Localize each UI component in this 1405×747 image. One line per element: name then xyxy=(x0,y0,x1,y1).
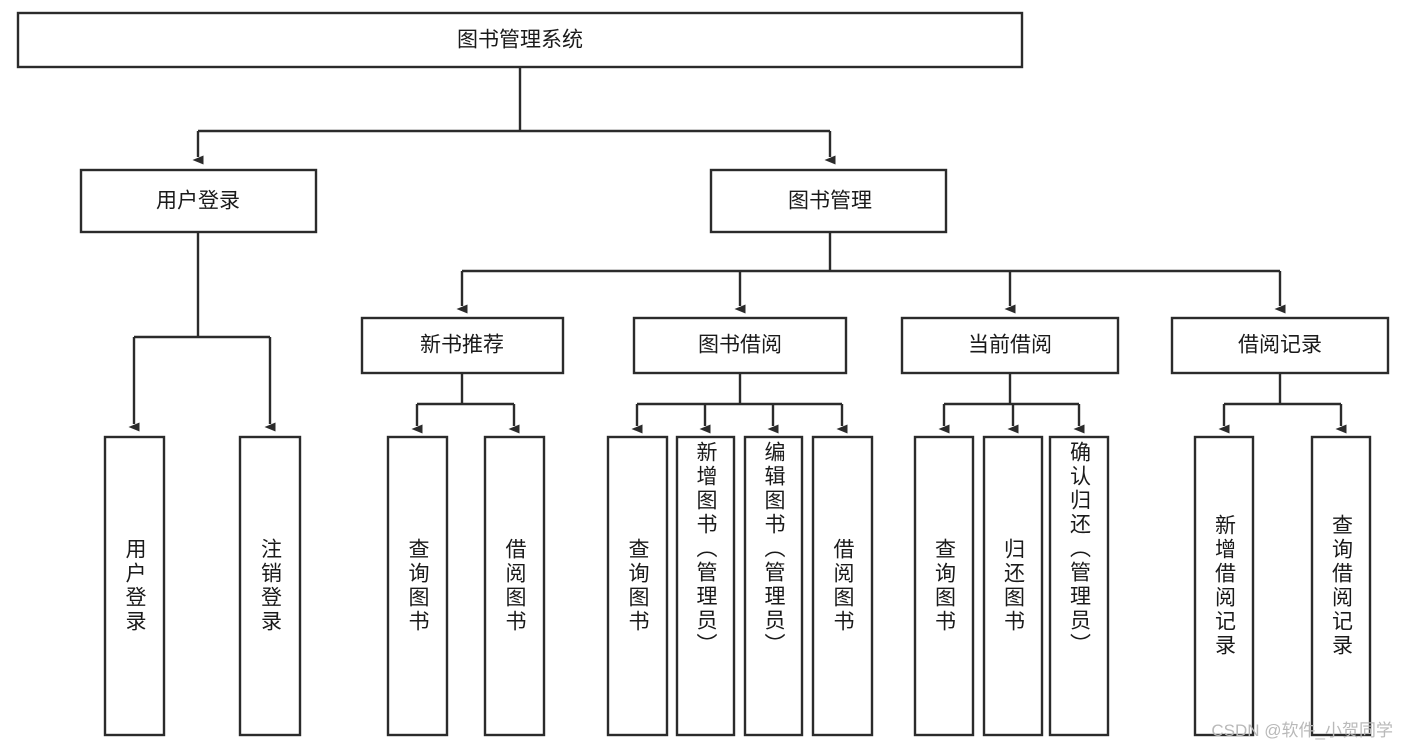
node-new-book-recommend-box[interactable] xyxy=(360,316,565,375)
node-leaf-edit-book-box[interactable] xyxy=(743,435,804,737)
node-leaf-query-book-2-box[interactable] xyxy=(606,435,669,737)
node-leaf-logout-login-box[interactable] xyxy=(238,435,302,737)
node-borrow-record-label: 借阅记录 xyxy=(1238,334,1322,357)
node-current-borrow[interactable]: 当前借阅 xyxy=(900,316,1120,375)
node-book-manage[interactable]: 图书管理 xyxy=(709,168,948,234)
node-current-borrow-label: 当前借阅 xyxy=(968,334,1052,357)
connector-group xyxy=(128,67,1347,434)
csdn-watermark: CSDN @软件_小贺同学 xyxy=(1211,721,1393,740)
node-root-label: 图书管理系统 xyxy=(457,29,583,52)
node-new-book-recommend-label: 新书推荐 xyxy=(420,334,504,357)
node-borrow-record[interactable]: 借阅记录 xyxy=(1170,316,1390,375)
node-user-login-label: 用户登录 xyxy=(156,190,240,213)
node-new-book-recommend[interactable]: 新书推荐 xyxy=(360,316,565,375)
node-book-manage-box[interactable] xyxy=(709,168,948,234)
node-leaf-query-book-3-box[interactable] xyxy=(913,435,975,737)
node-leaf-add-record-box[interactable] xyxy=(1193,435,1255,737)
node-root[interactable]: 图书管理系统 xyxy=(16,11,1024,69)
node-leaf-return-book-box[interactable] xyxy=(982,435,1044,737)
node-leaf-query-record-box[interactable] xyxy=(1310,435,1372,737)
node-book-manage-label: 图书管理 xyxy=(788,190,872,213)
node-current-borrow-box[interactable] xyxy=(900,316,1120,375)
node-borrow-record-box[interactable] xyxy=(1170,316,1390,375)
node-root-box[interactable] xyxy=(16,11,1024,69)
node-leaf-borrow-book-2-box[interactable] xyxy=(811,435,874,737)
node-leaf-query-book-1-box[interactable] xyxy=(386,435,449,737)
node-user-login-box[interactable] xyxy=(79,168,318,234)
node-book-borrow-box[interactable] xyxy=(632,316,848,375)
node-book-borrow-label: 图书借阅 xyxy=(698,334,782,357)
node-leaf-add-book-box[interactable] xyxy=(675,435,736,737)
node-leaf-borrow-book-1-box[interactable] xyxy=(483,435,546,737)
node-book-borrow[interactable]: 图书借阅 xyxy=(632,316,848,375)
node-leaf-user-login-box[interactable] xyxy=(103,435,166,737)
node-user-login[interactable]: 用户登录 xyxy=(79,168,318,234)
node-leaf-confirm-return-box[interactable] xyxy=(1048,435,1110,737)
node-group: 图书管理系统 用户登录 图书管理 新书推荐 图书借阅 当前借阅 xyxy=(16,11,1390,737)
